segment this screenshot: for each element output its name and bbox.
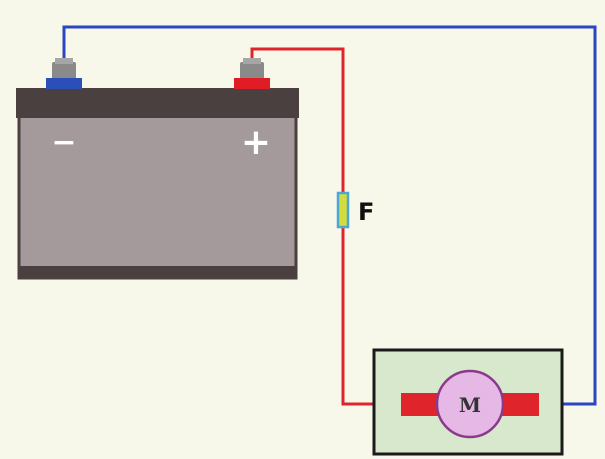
motor: M xyxy=(372,348,564,456)
positive-terminal-post-top xyxy=(243,58,261,64)
battery-top xyxy=(16,88,299,118)
battery-negative-terminal xyxy=(46,58,82,89)
positive-terminal-post xyxy=(240,62,264,80)
fuse: F xyxy=(336,191,374,229)
negative-terminal-post xyxy=(52,62,76,80)
motor-right-brush xyxy=(499,393,539,416)
battery: − + xyxy=(16,58,299,280)
fuse-body xyxy=(336,191,350,229)
negative-symbol: − xyxy=(51,125,76,160)
negative-terminal-post-top xyxy=(55,58,73,64)
motor-armature xyxy=(435,369,505,439)
battery-base xyxy=(19,266,296,278)
negative-terminal-cap xyxy=(46,78,82,89)
negative-wire xyxy=(62,25,597,406)
positive-symbol: + xyxy=(241,122,271,163)
motor-left-brush xyxy=(401,393,441,416)
motor-label: M xyxy=(459,393,481,417)
positive-terminal-cap xyxy=(234,78,270,89)
battery-body xyxy=(17,98,298,280)
positive-wire xyxy=(250,47,402,406)
battery-positive-terminal xyxy=(234,58,270,89)
fuse-label: F xyxy=(358,198,374,226)
